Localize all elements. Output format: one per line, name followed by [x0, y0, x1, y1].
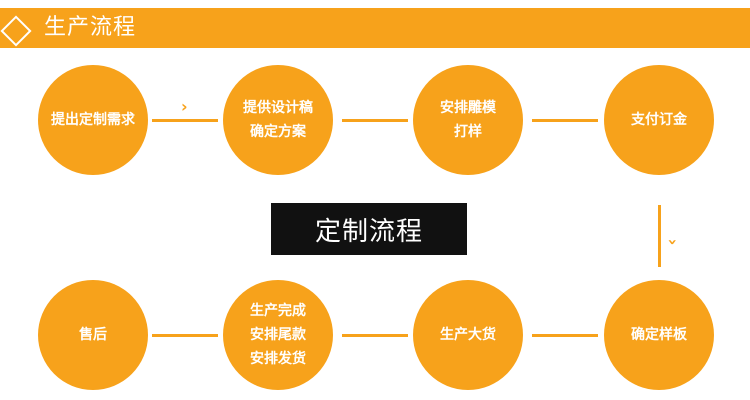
page-title: 生产流程 — [44, 15, 137, 40]
step-label: 支付订金 — [631, 112, 687, 128]
connector-top-2 — [342, 119, 408, 122]
center-label: 定制流程 — [271, 203, 467, 255]
connector-bottom-1 — [152, 334, 218, 337]
step-confirm-sample: 确定样板 — [604, 280, 714, 390]
step-label: 确定方案 — [250, 124, 306, 140]
step-label: 售后 — [79, 327, 107, 343]
step-label: 安排雕模 — [440, 100, 496, 116]
connector-top-3 — [532, 119, 598, 122]
connector-top-1 — [152, 119, 218, 122]
connector-bottom-2 — [342, 334, 408, 337]
step-label: 打样 — [454, 124, 482, 140]
connector-right-vertical — [658, 205, 661, 267]
step-label: 安排尾款 — [250, 327, 306, 343]
step-design-draft: 提供设计稿 确定方案 — [223, 65, 333, 175]
step-label: 确定样板 — [631, 327, 687, 343]
step-label: 生产大货 — [440, 327, 496, 343]
chevron-right-icon: › — [181, 97, 188, 116]
step-submit-requirement: 提出定制需求 — [38, 65, 148, 175]
step-mass-production: 生产大货 — [413, 280, 523, 390]
step-deposit: 支付订金 — [604, 65, 714, 175]
diamond-icon — [0, 15, 32, 47]
step-label: 生产完成 — [250, 303, 306, 319]
header-bar: 生产流程 — [0, 8, 750, 48]
step-mold-sample: 安排雕模 打样 — [413, 65, 523, 175]
step-label: 提出定制需求 — [51, 112, 135, 128]
step-label: 安排发货 — [250, 351, 306, 367]
step-label: 提供设计稿 — [243, 100, 313, 116]
connector-bottom-3 — [532, 334, 598, 337]
chevron-down-icon: › — [663, 238, 683, 246]
step-production-complete: 生产完成 安排尾款 安排发货 — [223, 280, 333, 390]
step-after-sales: 售后 — [38, 280, 148, 390]
